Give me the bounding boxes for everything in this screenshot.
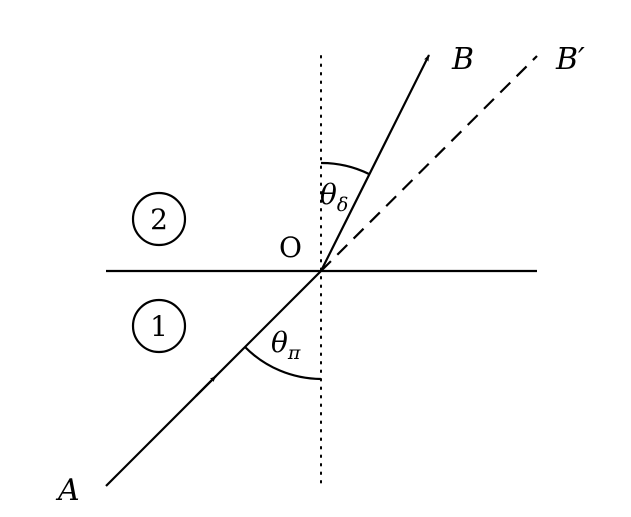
refraction-angle-label: θδ: [320, 178, 348, 216]
medium-1-label: 1: [150, 310, 168, 343]
incident-ray-arrow: [195, 375, 217, 397]
origin-label: O: [279, 231, 302, 264]
incidence-angle-symbol: θ: [271, 326, 288, 359]
refracted-ray: [320, 54, 430, 272]
point-b-prime-label: B′: [555, 42, 585, 77]
medium-2-label: 2: [150, 203, 168, 236]
refraction-angle-symbol: θ: [320, 178, 337, 211]
incidence-angle-subscript: π: [287, 342, 301, 364]
medium-2-circle: [131, 191, 187, 247]
point-b-label: B: [451, 42, 474, 77]
refraction-angle-subscript: δ: [337, 194, 348, 216]
incidence-angle-label: θπ: [271, 326, 301, 364]
undeviated-ray-dashed: [320, 55, 538, 272]
refraction-angle-arc: [320, 161, 370, 175]
incidence-angle-arc: [244, 346, 322, 381]
point-a-label: A: [55, 473, 80, 508]
medium-1-circle: [131, 298, 187, 354]
